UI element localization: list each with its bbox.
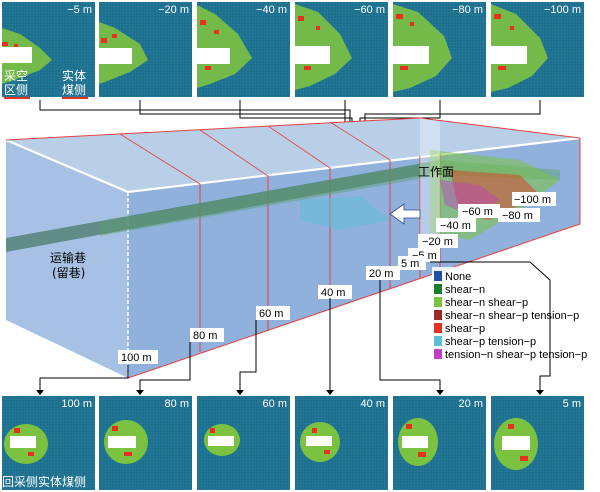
legend-swatch-shear-n-shear-p (434, 297, 442, 307)
legend-swatch-shear-p-tension-p (434, 336, 442, 346)
legend-label-shear-n-shear-p: shear−n shear−p (445, 297, 528, 309)
ahead-label-20: −20 m (422, 236, 453, 248)
top-panel-6-label: −100 m (544, 4, 581, 16)
bottom-panel-3: 60 m (197, 396, 290, 490)
bottom-panel-1: 100 m 回采侧实体煤侧 (2, 396, 95, 490)
top-panels: −5 m 采空 区侧 实体 煤侧 −20 m −40 m (2, 2, 584, 99)
ahead-distance-labels: −60 m −100 m −80 m −40 m −20 m −5 m (408, 192, 556, 262)
ahead-label-100: −100 m (514, 194, 551, 206)
legend-swatch-tension-n-shear-p-tension-p (434, 349, 442, 359)
top-panel-1-label: −5 m (67, 4, 92, 16)
bottom-panel-4-label: 40 m (361, 398, 385, 410)
bottom-panel-6-label: 5 m (563, 398, 581, 410)
ahead-label-40: −40 m (440, 220, 471, 232)
top-panel-2-label: −20 m (158, 4, 189, 16)
legend-swatch-shear-n-shear-p-tension-p (434, 310, 442, 320)
goaf-side-label-1: 采空 (4, 69, 28, 83)
behind-label-60: 60 m (259, 308, 283, 320)
top-panel-4: −60 m (295, 2, 388, 97)
bottom-panel-5: 20 m (393, 396, 486, 490)
behind-label-100: 100 m (121, 352, 152, 364)
behind-distance-labels: 5 m 20 m 40 m 60 m 80 m 100 m (118, 256, 426, 364)
legend-label-shear-p: shear−p (445, 323, 485, 335)
behind-label-80: 80 m (193, 330, 217, 342)
bottom-panel-6: 5 m (491, 396, 584, 490)
bottom-connectors (39, 261, 551, 392)
top-panel-6: −100 m (491, 2, 584, 97)
bottom-panel-3-label: 60 m (263, 398, 287, 410)
ahead-label-80: −80 m (502, 210, 533, 222)
legend-label-tension-n-shear-p-tension-p: tension−n shear−p tension−p (445, 349, 587, 361)
solid-side-label-1: 实体 (62, 68, 86, 83)
model-block (5, 117, 581, 379)
top-panel-5: −80 m (393, 2, 486, 97)
legend-label-shear-n: shear−n (445, 284, 485, 296)
top-panel-1: −5 m 采空 区侧 实体 煤侧 (2, 2, 95, 99)
top-panel-3: −40 m (197, 2, 290, 97)
top-panel-5-label: −80 m (452, 4, 483, 16)
legend-label-shear-p-tension-p: shear−p tension−p (445, 336, 536, 348)
working-face-label: 工作面 (418, 165, 454, 179)
bottom-panels: 100 m 回采侧实体煤侧 80 m 60 m 40 (2, 396, 584, 490)
legend-label-shear-n-shear-p-tension-p: shear−n shear−p tension−p (445, 310, 579, 322)
legend-swatch-none (434, 271, 442, 281)
ahead-label-60: −60 m (462, 206, 493, 218)
bottom-panel-5-label: 20 m (459, 398, 483, 410)
behind-label-5: 5 m (401, 258, 419, 270)
bottom-panel-2: 80 m (99, 396, 192, 490)
legend-swatch-shear-n (434, 284, 442, 294)
top-panel-3-label: −40 m (256, 4, 287, 16)
behind-label-40: 40 m (321, 287, 345, 299)
bottom-panel-4: 40 m (295, 396, 388, 490)
model-labels: 工作面 运输巷 (留巷) −60 m −100 m −80 m −40 m −2… (50, 165, 556, 364)
goaf-side-label-2: 区侧 (4, 83, 28, 97)
solid-side-label-2: 煤侧 (62, 83, 86, 97)
bottom-connector-arrows (36, 390, 544, 395)
roadway-label-1: 运输巷 (50, 250, 86, 265)
bottom-panel-2-label: 80 m (165, 398, 189, 410)
top-panel-2: −20 m (99, 2, 192, 97)
bottom-side-label: 回采侧实体煤侧 (2, 474, 86, 489)
legend-swatch-shear-p (434, 323, 442, 333)
legend: None shear−n shear−n shear−p shear−n she… (432, 267, 600, 361)
legend-label-none: None (445, 271, 471, 283)
bottom-panel-1-label: 100 m (61, 398, 92, 410)
top-panel-4-label: −60 m (354, 4, 385, 16)
behind-label-20: 20 m (369, 268, 393, 280)
roadway-label-2: (留巷) (52, 266, 85, 280)
